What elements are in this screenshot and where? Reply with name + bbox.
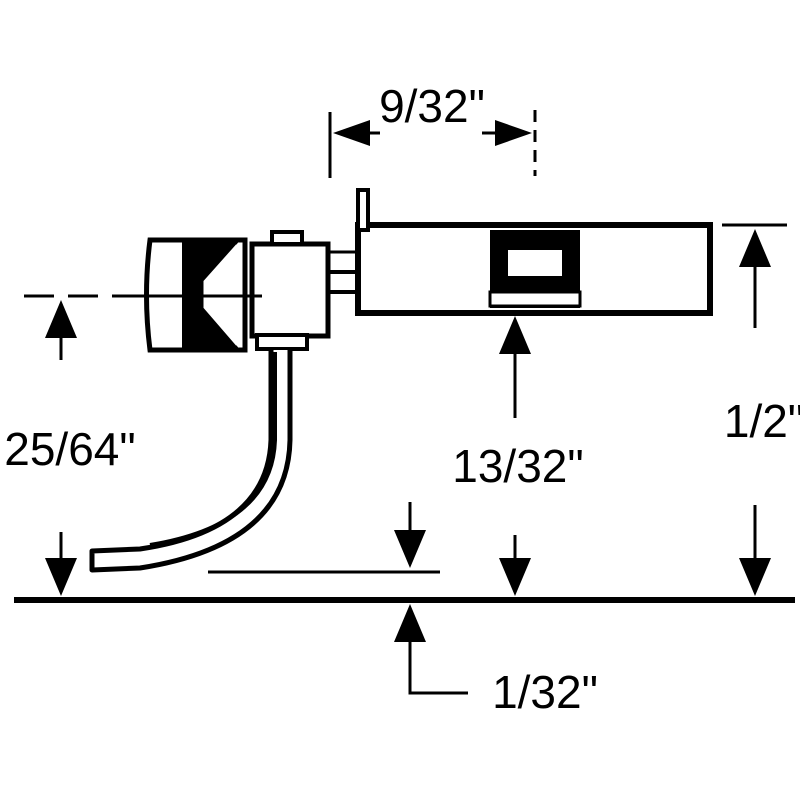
coupler-drawing	[89, 188, 713, 573]
arrow-up-icon	[739, 229, 771, 267]
draft-box-mount-post	[356, 188, 370, 232]
arrow-up-icon	[45, 300, 77, 338]
dim-label-shank-width: 9/32"	[379, 80, 485, 132]
arrow-down-icon	[739, 558, 771, 596]
dim-label-overall-height: 1/2"	[724, 395, 800, 447]
centering-spring-window	[508, 250, 562, 276]
dimension-overall-height: 1/2"	[722, 223, 800, 596]
dim-label-centerline-height: 25/64"	[4, 423, 135, 475]
dim-label-box-height: 13/32"	[452, 440, 583, 492]
dimension-centerline-height: 25/64"	[4, 294, 262, 596]
arrow-down-icon	[394, 530, 426, 568]
dimension-box-height: 13/32"	[452, 316, 584, 596]
trip-pin-shade	[149, 352, 277, 547]
dimension-pin-clearance: 1/32"	[208, 502, 598, 718]
centering-base-plate	[488, 290, 582, 308]
arrow-left-icon	[333, 120, 370, 146]
arrow-right-icon	[495, 120, 532, 146]
coupler-head-top-tab	[270, 230, 304, 246]
leader-line	[408, 640, 468, 695]
arrow-up-icon	[499, 316, 531, 354]
arrow-down-icon	[499, 558, 531, 596]
dimension-shank-width: 9/32"	[328, 80, 537, 178]
coupler-head	[249, 241, 331, 339]
trip-pin	[89, 350, 293, 573]
knuckle-dark-band	[182, 240, 240, 350]
coupler-head-bottom-tab	[255, 333, 309, 351]
dim-label-pin-clearance: 1/32"	[492, 666, 598, 718]
arrow-down-icon	[45, 558, 77, 596]
arrow-up-icon	[394, 604, 426, 642]
